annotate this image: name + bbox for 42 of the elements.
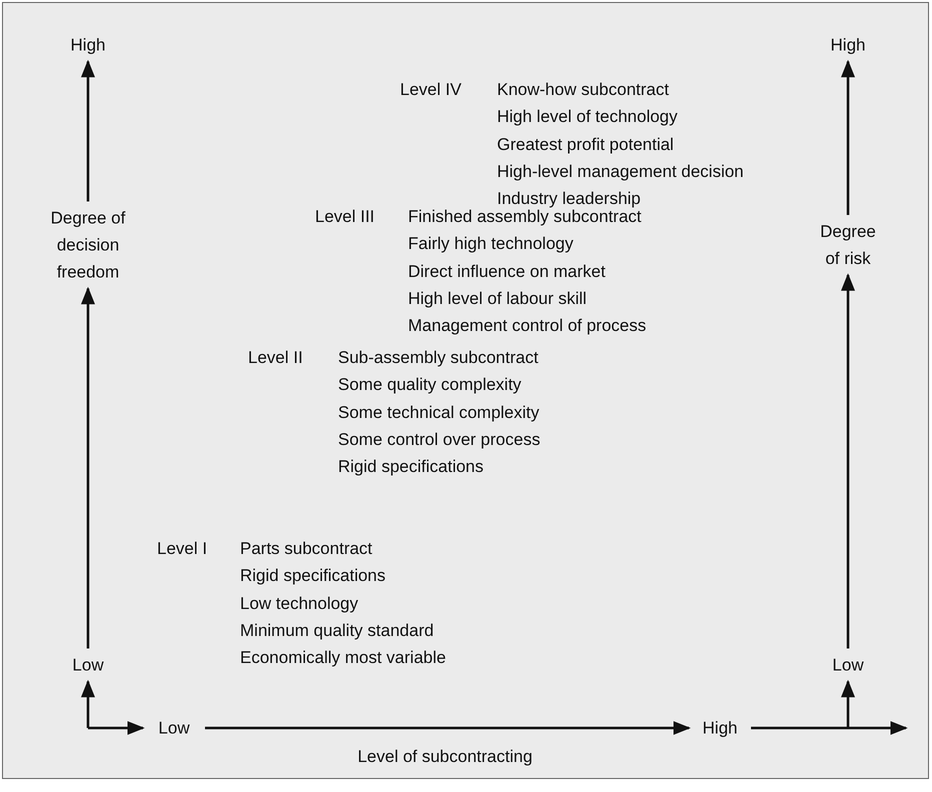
- level-text: Level III: [315, 206, 375, 228]
- level-text: Greatest profit potential: [497, 134, 674, 156]
- level-text: Level IV: [400, 79, 462, 101]
- level-text: Management control of process: [408, 315, 646, 338]
- axis-label: Degree of risk: [820, 218, 876, 272]
- axis-label: High: [695, 714, 745, 742]
- axis-title: Level of subcontracting: [358, 746, 532, 768]
- axis-label: High: [58, 32, 118, 58]
- axis-label: Low: [823, 652, 873, 678]
- level-text: Parts subcontract: [240, 538, 372, 560]
- level-text: High-level management decision: [497, 160, 744, 183]
- level-text: Industry leadership: [497, 188, 641, 210]
- axis-label: Low: [149, 714, 199, 742]
- level-text: Finished assembly subcontract: [408, 207, 642, 228]
- level-text: Low technology: [240, 592, 358, 615]
- axis-label: Low: [63, 652, 113, 678]
- level-text: Level II: [248, 347, 303, 369]
- level-text: Rigid specifications: [338, 456, 484, 478]
- arrow: [841, 60, 855, 215]
- arrow: [841, 680, 855, 728]
- axis-label: Degree of decision freedom: [43, 204, 133, 286]
- arrow: [81, 680, 95, 728]
- level-text: Fairly high technology: [408, 233, 574, 256]
- level-text: Economically most variable: [240, 647, 446, 670]
- level-text: Some quality complexity: [338, 374, 522, 396]
- level-text: Some control over process: [338, 428, 540, 451]
- level-text: Some technical complexity: [338, 402, 540, 424]
- arrow: [88, 721, 145, 735]
- axis-label: High: [818, 32, 878, 58]
- arrow: [751, 721, 908, 735]
- level-text: High level of labour skill: [408, 288, 587, 310]
- level-text: Level I: [157, 538, 208, 560]
- arrow: [205, 721, 691, 735]
- level-text: Minimum quality standard: [240, 620, 434, 642]
- level-text: Know-how subcontract: [497, 79, 669, 101]
- arrow: [841, 273, 855, 648]
- level-text: Rigid specifications: [240, 565, 386, 588]
- arrow: [81, 60, 95, 202]
- level-text: Sub-assembly subcontract: [338, 347, 538, 369]
- arrow: [81, 286, 95, 648]
- level-text: High level of technology: [497, 106, 678, 128]
- level-text: Direct influence on market: [408, 260, 606, 283]
